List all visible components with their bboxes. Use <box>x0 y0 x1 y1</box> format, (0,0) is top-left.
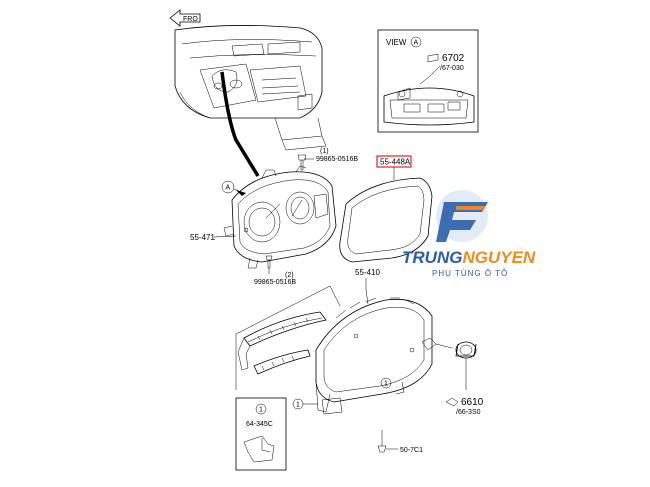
view-part-subref: /67-030 <box>440 65 464 72</box>
view-part-number: 6702 <box>442 53 465 64</box>
front-arrow-label: FRO <box>183 16 198 23</box>
callout-1-left-label: 1 <box>296 402 300 409</box>
dashboard-illustration <box>174 25 327 151</box>
screw-bottom-part-number: 99865-0516B <box>254 279 296 286</box>
cluster-location-leader <box>220 71 260 177</box>
part-6610-subref: /66-3S0 <box>456 409 481 416</box>
exploded-frame-top <box>235 285 341 335</box>
brand-logo: TRUNGNGUYEN PHỤ TÙNG Ô TÔ <box>402 190 536 278</box>
callout-1-right <box>380 377 392 389</box>
part-55-410: 55-410 <box>355 268 380 277</box>
inset-ref: 1 <box>259 407 263 414</box>
part-55-471: 55-471 <box>190 233 215 242</box>
view-a-callout: A <box>221 180 246 196</box>
screw-top: (1) 99865-0516B <box>297 148 358 171</box>
screw-top-ref: (1) <box>320 148 329 155</box>
view-a-inset: VIEW A 6702 /67-030 <box>377 29 479 133</box>
upper-trim-strip <box>237 311 327 371</box>
view-title: VIEW <box>386 38 407 47</box>
part-50-7c1: 50-7C1 <box>400 447 423 454</box>
brand-logo-accent <box>456 206 486 210</box>
meter-lens: 55-448A <box>339 155 433 263</box>
callout-a-letter: A <box>226 185 231 192</box>
brand-tagline: PHỤ TÙNG Ô TÔ <box>432 269 508 278</box>
brand-name: TRUNGNGUYEN <box>402 248 536 267</box>
instrument-cluster <box>223 165 337 269</box>
inset-part-number: 64-345C <box>246 421 273 428</box>
switch-6610 <box>421 337 477 359</box>
callout-1-right-label: 1 <box>384 381 388 388</box>
brand-name-part1: TRUNG <box>402 248 462 267</box>
connector-6610-icon <box>445 397 459 407</box>
part-55-448a: 55-448A <box>380 158 411 167</box>
view-letter: A <box>414 40 419 47</box>
inset-64-345c: 1 64-345C <box>235 397 287 471</box>
brand-name-part2: NGUYEN <box>462 248 535 267</box>
meter-hood <box>315 297 433 415</box>
brand-logo-mark <box>436 202 488 242</box>
screw-top-part-number: 99865-0516B <box>316 156 358 163</box>
screw-bottom: (2) 99865-0516B <box>254 255 296 286</box>
front-direction-arrow: FRO <box>169 9 201 27</box>
part-6610: 6610 <box>461 397 484 408</box>
lower-trim-strip <box>253 349 311 375</box>
clip-50-7c1: 50-7C1 <box>377 430 423 454</box>
screw-bottom-ref: (2) <box>285 272 294 279</box>
connector-icon <box>427 53 439 63</box>
